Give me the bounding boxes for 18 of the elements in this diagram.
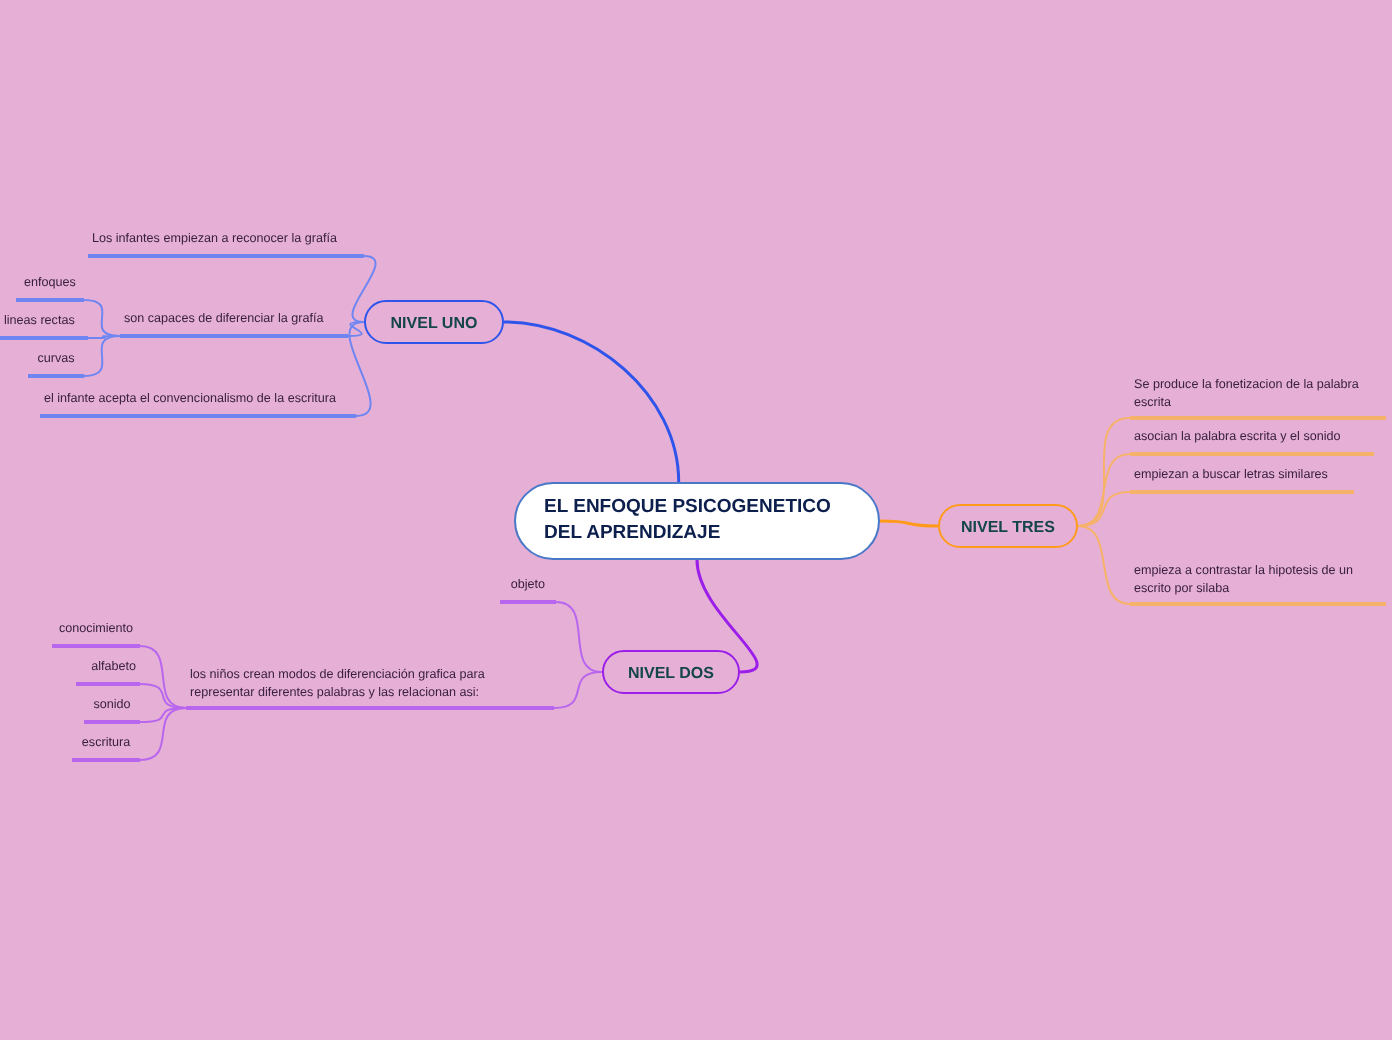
connector-line bbox=[351, 255, 377, 323]
connector-line bbox=[348, 321, 372, 417]
connector-line bbox=[553, 671, 603, 709]
connector-line bbox=[139, 707, 187, 761]
connector-line bbox=[503, 320, 681, 483]
connector-line bbox=[695, 559, 759, 674]
connector-line bbox=[555, 601, 603, 673]
connector-line bbox=[880, 519, 938, 528]
main-topic: NIVEL TRES bbox=[938, 504, 1078, 548]
connector-line bbox=[139, 645, 187, 709]
main-topic: NIVEL UNO bbox=[364, 300, 504, 344]
central-topic: EL ENFOQUE PSICOGENETICO DEL APRENDIZAJE bbox=[514, 482, 880, 560]
connector-line bbox=[83, 335, 121, 377]
connector-line bbox=[1077, 491, 1131, 527]
main-topic: NIVEL DOS bbox=[602, 650, 740, 694]
connector-line bbox=[1077, 453, 1131, 527]
connector-line bbox=[347, 321, 365, 337]
connector-line bbox=[1077, 525, 1131, 605]
